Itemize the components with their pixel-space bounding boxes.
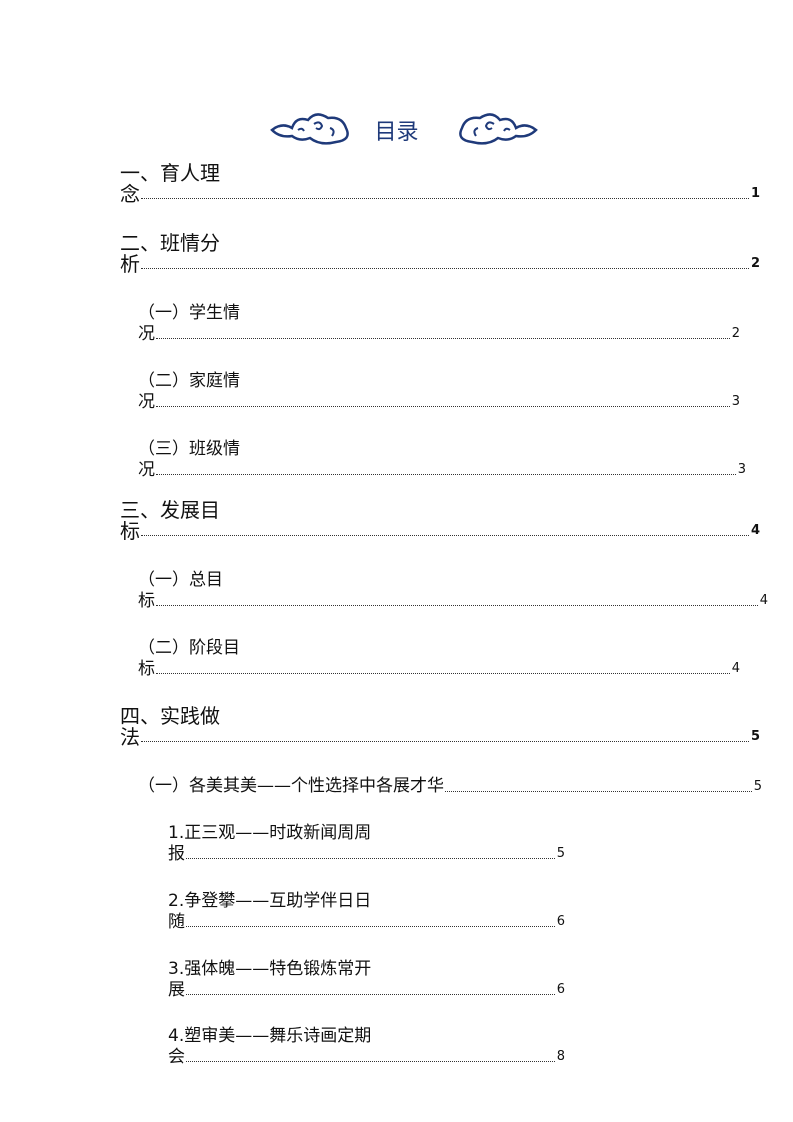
- dot-leader: [186, 1060, 555, 1062]
- entry-title-cont: 标: [120, 519, 140, 543]
- toc-entry[interactable]: 2.争登攀——互助学伴日日 随 6: [168, 890, 565, 932]
- cloud-ornament-left-icon: [270, 113, 349, 145]
- entry-title: 2.争登攀——互助学伴日日: [168, 891, 372, 911]
- toc-entry[interactable]: 4.塑审美——舞乐诗画定期 会 8: [168, 1025, 565, 1067]
- toc-entry[interactable]: 三、发展目 标 4: [120, 499, 760, 541]
- entry-title: （一）各美其美——个性选择中各展才华: [138, 776, 444, 796]
- entry-title-cont: 况: [138, 392, 155, 412]
- entry-title-cont: 况: [138, 460, 155, 480]
- entry-title: 4.塑审美——舞乐诗画定期: [168, 1026, 372, 1046]
- entry-title-cont: 报: [168, 844, 185, 864]
- toc-entry[interactable]: （一）总目 标 4: [138, 569, 768, 611]
- toc-title: 目录: [374, 120, 419, 145]
- dot-leader: [156, 337, 730, 339]
- page-number: 8: [556, 1049, 565, 1064]
- dot-leader: [141, 267, 749, 269]
- dot-leader: [186, 857, 555, 859]
- page-number: 2: [750, 256, 760, 271]
- toc-entry[interactable]: （二）家庭情 况 3: [138, 370, 740, 412]
- entry-title-cont: 念: [120, 182, 140, 206]
- entry-title-cont: 展: [168, 980, 185, 1000]
- dot-leader: [186, 993, 555, 995]
- entry-title: （一）总目: [138, 570, 223, 590]
- dot-leader: [445, 790, 752, 792]
- dot-leader: [156, 473, 736, 475]
- entry-title-cont: 会: [168, 1047, 185, 1067]
- entry-title-cont: 法: [120, 725, 140, 749]
- entry-title-cont: 析: [120, 252, 140, 276]
- page-number: 5: [753, 779, 762, 794]
- entry-title: 二、班情分: [120, 231, 220, 255]
- toc-entry[interactable]: 一、育人理 念 1: [120, 162, 760, 204]
- page-number: 3: [737, 462, 746, 477]
- toc-entry[interactable]: （一）学生情 况 2: [138, 302, 740, 344]
- toc-entry[interactable]: 3.强体魄——特色锻炼常开 展 6: [168, 958, 565, 1000]
- entry-title: （三）班级情: [138, 439, 240, 459]
- entry-title: 1.正三观——时政新闻周周: [168, 823, 372, 843]
- entry-title: （一）学生情: [138, 303, 240, 323]
- toc-entry[interactable]: 1.正三观——时政新闻周周 报 5: [168, 822, 565, 864]
- toc-entry[interactable]: 四、实践做 法 5: [120, 705, 760, 747]
- entry-title: 一、育人理: [120, 161, 220, 185]
- entry-title: （二）阶段目: [138, 638, 240, 658]
- entry-title-cont: 标: [138, 591, 155, 611]
- entry-title-cont: 标: [138, 659, 155, 679]
- page-number: 3: [731, 394, 740, 409]
- page-number: 5: [750, 729, 760, 744]
- toc-entry[interactable]: 二、班情分 析 2: [120, 232, 760, 274]
- page-number: 6: [556, 982, 565, 997]
- entry-title: （二）家庭情: [138, 371, 240, 391]
- entry-title: 三、发展目: [120, 498, 220, 522]
- cloud-ornament-right-icon: [459, 113, 538, 145]
- toc-entry[interactable]: （二）阶段目 标 4: [138, 637, 740, 679]
- dot-leader: [186, 925, 555, 927]
- page-number: 2: [731, 326, 740, 341]
- entry-title-cont: 况: [138, 324, 155, 344]
- entry-title-cont: 随: [168, 912, 185, 932]
- dot-leader: [141, 197, 749, 199]
- toc-entry[interactable]: （一）各美其美——个性选择中各展才华 5: [138, 775, 762, 797]
- entry-title: 3.强体魄——特色锻炼常开: [168, 959, 372, 979]
- page-number: 4: [731, 661, 740, 676]
- entry-title: 四、实践做: [120, 704, 220, 728]
- page-number: 5: [556, 846, 565, 861]
- page-number: 1: [750, 186, 760, 201]
- page-number: 4: [750, 523, 760, 538]
- dot-leader: [156, 672, 730, 674]
- dot-leader: [156, 405, 730, 407]
- toc-entry[interactable]: （三）班级情 况 3: [138, 438, 746, 480]
- dot-leader: [141, 534, 749, 536]
- dot-leader: [156, 604, 758, 606]
- page-number: 6: [556, 914, 565, 929]
- dot-leader: [141, 740, 749, 742]
- page-number: 4: [759, 593, 768, 608]
